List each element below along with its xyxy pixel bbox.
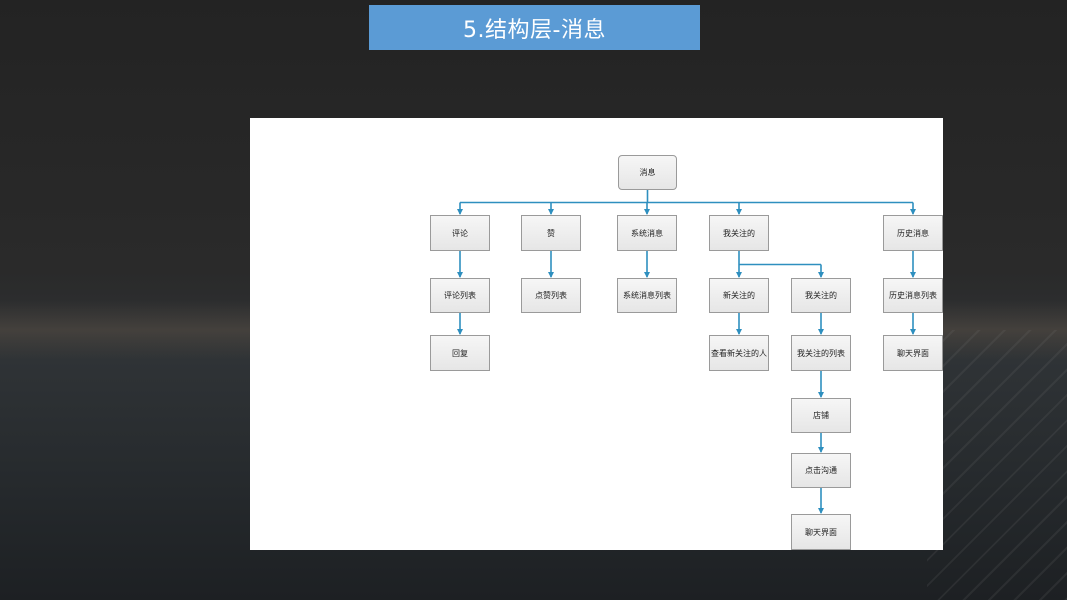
node-like-list: 点赞列表	[521, 278, 581, 313]
node-following: 我关注的	[709, 215, 769, 251]
node-system: 系统消息	[617, 215, 677, 251]
node-following-2: 我关注的	[791, 278, 851, 313]
connector-layer	[457, 190, 916, 514]
node-click-chat: 点击沟通	[791, 453, 851, 488]
node-chat-2: 聊天界面	[791, 514, 851, 550]
slide-title: 5.结构层-消息	[369, 5, 700, 50]
background-bridge	[927, 330, 1067, 600]
node-following-list: 我关注的列表	[791, 335, 851, 371]
node-shop: 店铺	[791, 398, 851, 433]
node-root: 消息	[618, 155, 677, 190]
node-chat-1: 聊天界面	[883, 335, 943, 371]
node-comment: 评论	[430, 215, 490, 251]
node-comment-list: 评论列表	[430, 278, 490, 313]
node-history: 历史消息	[883, 215, 943, 251]
node-system-list: 系统消息列表	[617, 278, 677, 313]
node-reply: 回复	[430, 335, 490, 371]
diagram-panel: 消息 评论 赞 系统消息 我关注的 历史消息 评论列表 点赞列表 系统消息列表 …	[250, 118, 943, 550]
node-view-new-followers: 查看新关注的人	[709, 335, 769, 371]
node-new-follow: 新关注的	[709, 278, 769, 313]
node-history-list: 历史消息列表	[883, 278, 943, 313]
node-like: 赞	[521, 215, 581, 251]
